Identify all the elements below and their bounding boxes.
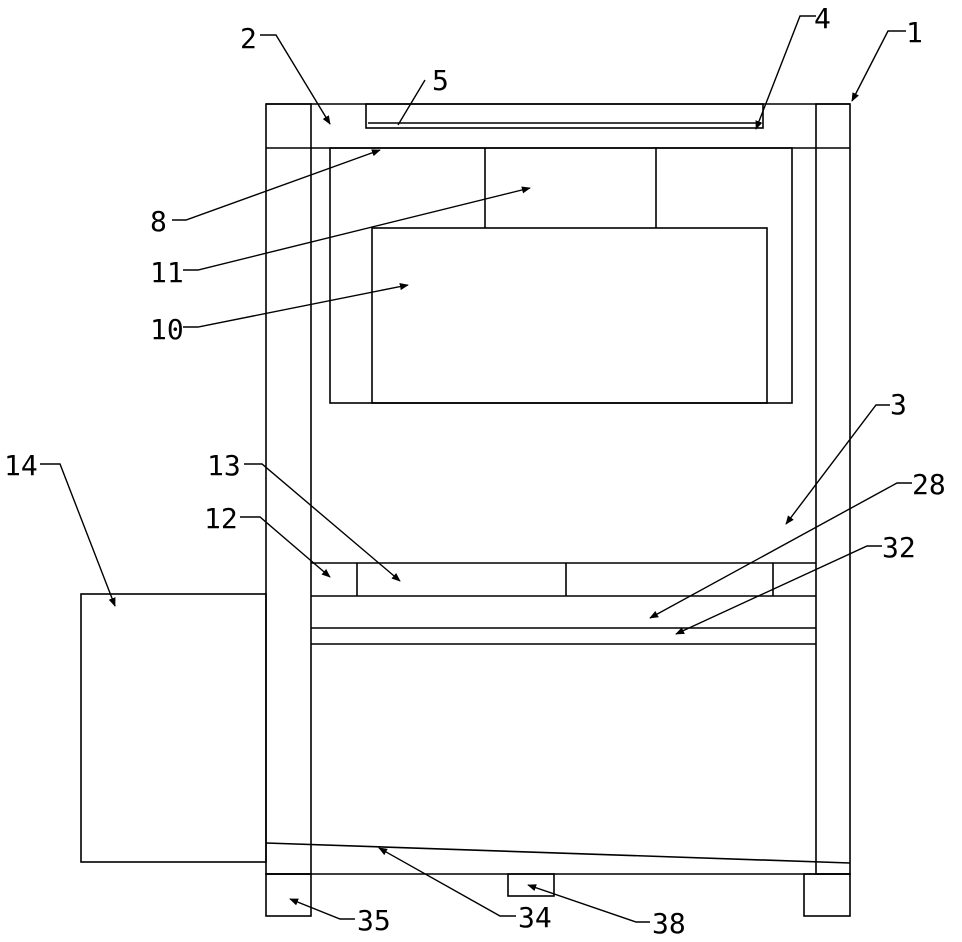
leader-2 — [260, 35, 330, 124]
bottom-outlet — [508, 874, 554, 896]
upper-housing — [330, 148, 792, 403]
lower-base — [266, 843, 850, 916]
label-4: 4 — [814, 2, 831, 35]
label-38: 38 — [652, 907, 686, 940]
label-32: 32 — [882, 531, 916, 564]
inner-block — [372, 228, 767, 403]
part-labels: 1 2 4 5 8 11 10 14 13 12 3 28 32 35 34 3… — [4, 2, 946, 940]
leader-5 — [398, 80, 425, 125]
leader-lines — [40, 16, 912, 922]
left-foot — [266, 874, 311, 916]
leader-3 — [786, 405, 890, 524]
middle-plates — [311, 563, 816, 644]
leader-32 — [676, 546, 882, 634]
label-8: 8 — [150, 205, 167, 238]
right-column — [816, 104, 850, 874]
label-34: 34 — [518, 901, 552, 934]
label-1: 1 — [906, 16, 923, 49]
label-13: 13 — [207, 449, 241, 482]
label-35: 35 — [357, 904, 391, 937]
leader-1 — [852, 31, 906, 101]
leader-11 — [183, 188, 530, 270]
leader-4 — [756, 16, 816, 129]
label-14: 14 — [4, 449, 38, 482]
leader-10 — [183, 285, 408, 327]
label-12: 12 — [204, 502, 238, 535]
top-slot — [366, 104, 763, 128]
leader-28 — [650, 483, 912, 618]
label-2: 2 — [240, 22, 257, 55]
label-10: 10 — [150, 313, 184, 346]
left-column — [266, 104, 311, 874]
leader-12 — [240, 517, 330, 577]
leader-8 — [172, 150, 380, 220]
leader-34 — [379, 848, 516, 916]
upper-box — [330, 148, 792, 403]
label-28: 28 — [912, 468, 946, 501]
leader-14 — [40, 464, 115, 606]
slanted-bottom — [266, 843, 850, 863]
label-11: 11 — [150, 256, 184, 289]
label-5: 5 — [432, 64, 449, 97]
machine-frame — [266, 104, 850, 874]
right-foot — [804, 874, 850, 916]
side-motor-box — [81, 594, 266, 862]
label-3: 3 — [890, 388, 907, 421]
